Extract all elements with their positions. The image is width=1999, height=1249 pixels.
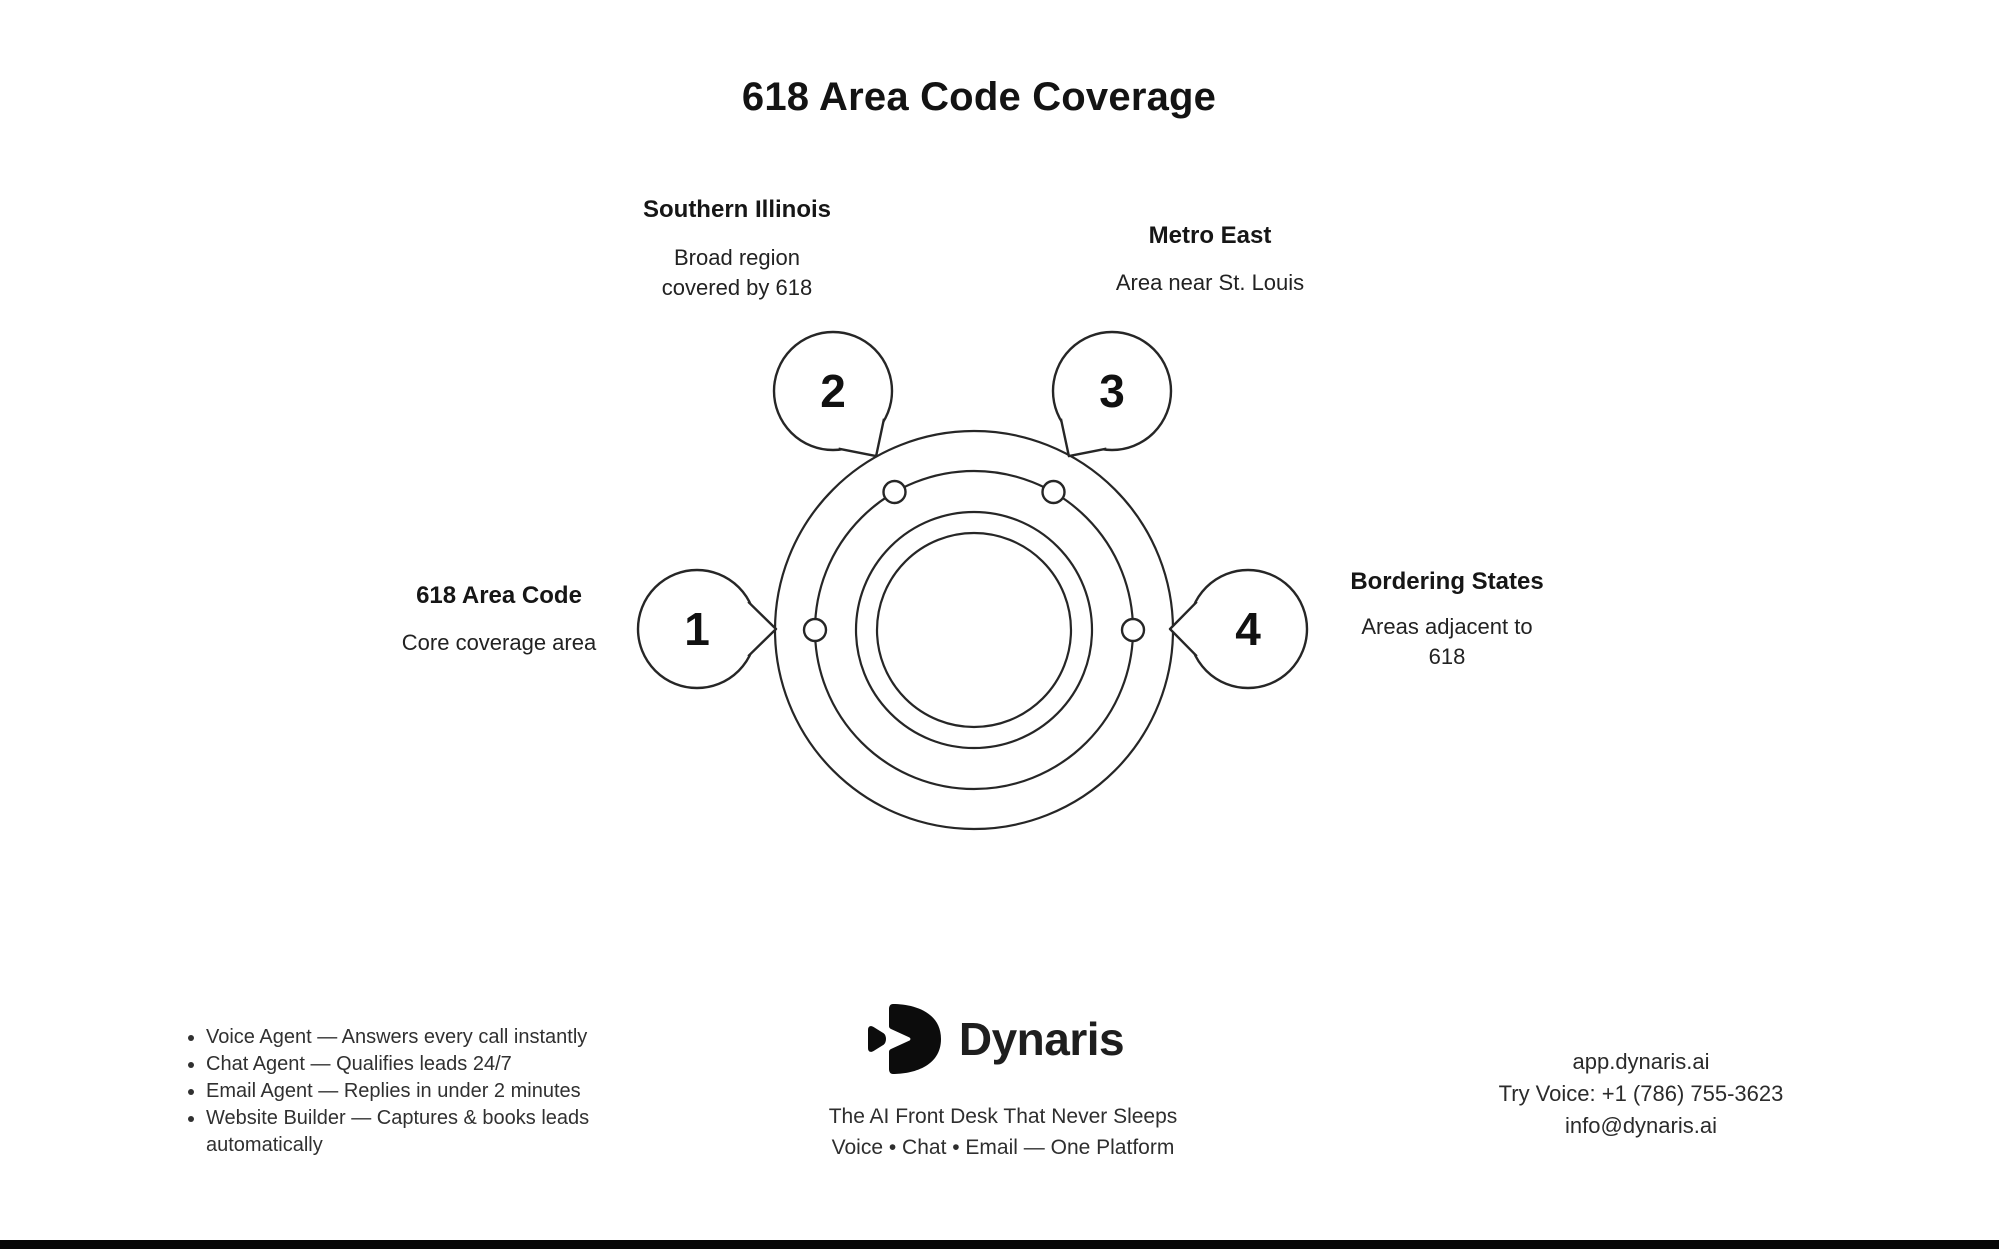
callout-bubble-3: 3	[1051, 330, 1173, 458]
brand-taglines: The AI Front Desk That Never Sleeps Voic…	[703, 1101, 1303, 1163]
ring-second	[813, 469, 1135, 791]
brand-tagline-1: The AI Front Desk That Never Sleeps	[828, 1105, 1178, 1128]
brand-logo: Dynaris	[695, 1001, 1295, 1077]
callout-title: 618 Area Code	[416, 582, 582, 609]
concentric-rings	[773, 429, 1175, 831]
callout-title: Metro East	[1148, 222, 1272, 249]
feature-item-website-builder: Website Builder — Captures & books leads…	[206, 1105, 652, 1159]
feature-item-email-agent: Email Agent — Replies in under 2 minutes	[206, 1078, 652, 1105]
brand-tagline-2: Voice • Chat • Email — One Platform	[831, 1136, 1175, 1159]
bubble-4-number: 4	[1235, 603, 1261, 655]
bubble-3-tail	[1059, 418, 1107, 458]
contact-phone: Try Voice: +1 (786) 755-3623	[1498, 1081, 1784, 1106]
callout-bubble-2: 2	[772, 330, 894, 458]
callout-label-bordering-states: Bordering States Areas adjacent to 618	[1267, 568, 1627, 672]
bubble-2-circle	[772, 330, 894, 452]
bubble-2-number: 2	[820, 365, 846, 417]
callout-bubble-4: 4	[1168, 568, 1309, 690]
callout-title: Bordering States	[1350, 568, 1544, 595]
bubble-2-tail	[838, 418, 886, 458]
brand-name: Dynaris	[958, 1013, 1125, 1065]
callout-description: Broad region covered by 618	[661, 245, 813, 300]
ring-inner	[875, 531, 1073, 729]
node-top-right	[1041, 479, 1066, 505]
callout-description: Areas adjacent to 618	[1361, 614, 1533, 669]
bubble-3-circle	[1051, 330, 1173, 452]
dynaris-d-mark-icon	[867, 1004, 941, 1074]
contact-block: app.dynaris.ai Try Voice: +1 (786) 755-3…	[1391, 1046, 1891, 1142]
contact-email: info@dynaris.ai	[1565, 1113, 1717, 1138]
callout-label-618-area-code: 618 Area Code Core coverage area	[319, 582, 679, 658]
callout-description: Area near St. Louis	[1115, 270, 1305, 295]
node-top-left	[882, 479, 907, 505]
callout-description: Core coverage area	[401, 630, 597, 655]
d-mark-body	[888, 1004, 941, 1074]
ring-nodes	[802, 479, 1146, 643]
page-title: 618 Area Code Coverage	[741, 75, 1217, 119]
callout-label-southern-illinois: Southern Illinois Broad region covered b…	[557, 196, 917, 303]
feature-item-voice-agent: Voice Agent — Answers every call instant…	[206, 1024, 652, 1051]
node-right	[1120, 617, 1146, 643]
ring-outer	[773, 429, 1175, 831]
bottom-edge-bar	[0, 1240, 1999, 1249]
callout-title: Southern Illinois	[642, 196, 831, 223]
bubble-3-number: 3	[1099, 365, 1125, 417]
bubble-4-tail	[1168, 600, 1198, 658]
callout-bubble-1: 1	[636, 568, 778, 690]
bubble-1-tail	[747, 600, 778, 658]
bubble-1-number: 1	[684, 603, 710, 655]
coverage-rings-diagram: 1 2 3 4	[636, 330, 1309, 831]
d-mark-chevron	[867, 1026, 886, 1052]
feature-item-chat-agent: Chat Agent — Qualifies leads 24/7	[206, 1051, 652, 1078]
ring-third	[854, 510, 1094, 750]
contact-website: app.dynaris.ai	[1572, 1049, 1710, 1074]
callout-label-metro-east: Metro East Area near St. Louis	[1030, 222, 1390, 298]
feature-list: Voice Agent — Answers every call instant…	[180, 1024, 652, 1159]
node-left	[802, 617, 828, 643]
